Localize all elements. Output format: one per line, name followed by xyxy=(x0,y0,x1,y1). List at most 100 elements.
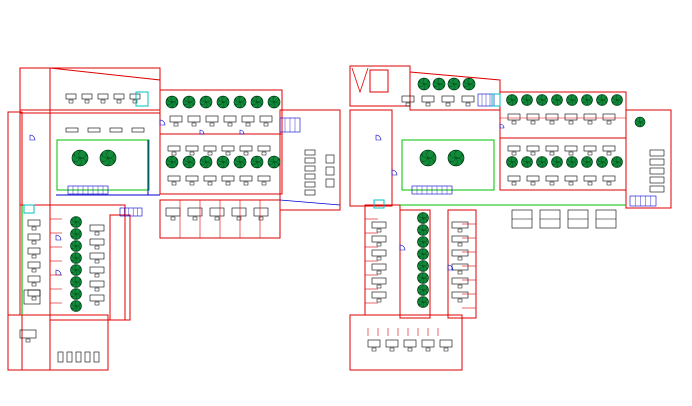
chair xyxy=(376,242,382,247)
desk-top xyxy=(27,233,41,241)
tree-lobe xyxy=(170,156,177,163)
right-bottom-desk xyxy=(439,339,453,352)
left-east-stairs xyxy=(279,117,301,133)
desk-top xyxy=(169,115,183,123)
chair xyxy=(606,181,612,186)
left-right-wing xyxy=(279,109,341,211)
right-upper-desk xyxy=(507,113,521,125)
door-swing xyxy=(399,244,406,251)
left-lower-desk xyxy=(231,207,247,221)
left-upper-tree-icon xyxy=(233,95,247,109)
desk-top xyxy=(259,115,273,123)
tree-lobe xyxy=(204,156,211,163)
chair xyxy=(549,181,555,186)
right-east-tree-icon xyxy=(634,116,646,128)
desk-top xyxy=(221,175,235,182)
tree-lobe xyxy=(272,96,279,103)
right-middle-tree-icon xyxy=(581,156,593,168)
right-cyan-room xyxy=(491,93,501,107)
right-south-wing xyxy=(399,209,431,319)
tree-lobe xyxy=(600,156,607,163)
left-middle-desk xyxy=(257,145,271,156)
chair xyxy=(389,347,395,352)
right-southeast-desk xyxy=(451,291,469,303)
tree-lobe xyxy=(221,96,228,103)
left-upper-tree-icon xyxy=(182,95,196,109)
right-atrium-tree-icon xyxy=(419,149,437,167)
chair xyxy=(457,242,463,247)
left-south-corridor xyxy=(109,214,131,321)
left-upper-tree-icon xyxy=(165,95,179,109)
tree-lobe xyxy=(454,150,463,158)
right-chevron-mark xyxy=(351,67,369,94)
chair xyxy=(31,240,37,245)
left-upper-tree-icon xyxy=(267,95,281,109)
right-south-tree-icon xyxy=(417,224,429,236)
right-middle-tree-icon xyxy=(551,156,563,168)
desk-top xyxy=(403,339,417,348)
left-cyan-room xyxy=(135,91,149,107)
desk-top xyxy=(371,277,387,285)
desk-top xyxy=(371,291,387,299)
tree-lobe xyxy=(421,272,428,279)
right-lower-desk xyxy=(583,175,597,186)
left-east-link-line xyxy=(279,199,341,206)
chair xyxy=(376,256,382,261)
chair xyxy=(587,151,593,156)
desk-top xyxy=(451,277,469,285)
left-west-strip xyxy=(19,109,51,206)
chair xyxy=(94,259,100,264)
right-upper-tree-icon xyxy=(536,94,548,106)
tree-lobe xyxy=(437,78,444,85)
right-top-desk xyxy=(401,95,415,107)
desk-top xyxy=(564,145,578,152)
tree-lobe xyxy=(74,264,81,271)
desk-top xyxy=(205,115,219,123)
chair xyxy=(407,347,413,352)
desk-top xyxy=(451,263,469,271)
door-swing xyxy=(159,119,166,126)
left-corridor-stairs xyxy=(119,207,143,217)
tree-lobe xyxy=(585,156,592,163)
desk-top xyxy=(89,224,105,232)
right-south-tree-icon xyxy=(417,236,429,248)
tree-lobe xyxy=(555,156,562,163)
left-lower-mid-desk xyxy=(167,175,181,186)
left-east-locker xyxy=(304,181,316,188)
chair xyxy=(68,99,74,104)
desk-top xyxy=(185,145,199,152)
tree-lobe xyxy=(585,94,592,101)
left-atrium-outline xyxy=(56,139,150,191)
desk-top xyxy=(583,145,597,152)
right-top-desk xyxy=(441,95,455,107)
right-southeast-desk xyxy=(451,277,469,289)
right-east-table xyxy=(649,185,665,193)
right-southwest-desk xyxy=(371,263,387,275)
left-bench xyxy=(131,127,145,133)
right-lower-desk xyxy=(545,175,559,186)
desk-top xyxy=(526,175,540,182)
right-lower-desk xyxy=(507,175,521,186)
door-swing xyxy=(391,169,398,176)
left-atrium-tree-icon xyxy=(71,149,89,167)
desk-top xyxy=(545,145,559,152)
right-bottom-block xyxy=(349,314,463,371)
desk-top xyxy=(441,95,455,103)
left-middle-desk xyxy=(239,145,253,156)
right-top-tree-icon xyxy=(432,77,446,91)
left-top-desk xyxy=(129,93,141,104)
left-top-desk xyxy=(81,93,93,104)
right-lower-desk xyxy=(602,175,616,186)
chair xyxy=(568,120,574,125)
right-upper-desk xyxy=(545,113,559,125)
right-atrium-stairs xyxy=(411,185,453,195)
left-atrium-stairs xyxy=(67,185,109,195)
tree-lobe xyxy=(600,94,607,101)
tree-lobe xyxy=(426,150,435,158)
left-upper-tree-icon xyxy=(216,95,230,109)
desk-top xyxy=(19,329,37,339)
right-top-stairs xyxy=(477,93,495,107)
left-bottom-desk xyxy=(19,329,37,343)
right-bottom-desk xyxy=(403,339,417,352)
tree-lobe xyxy=(510,156,517,163)
